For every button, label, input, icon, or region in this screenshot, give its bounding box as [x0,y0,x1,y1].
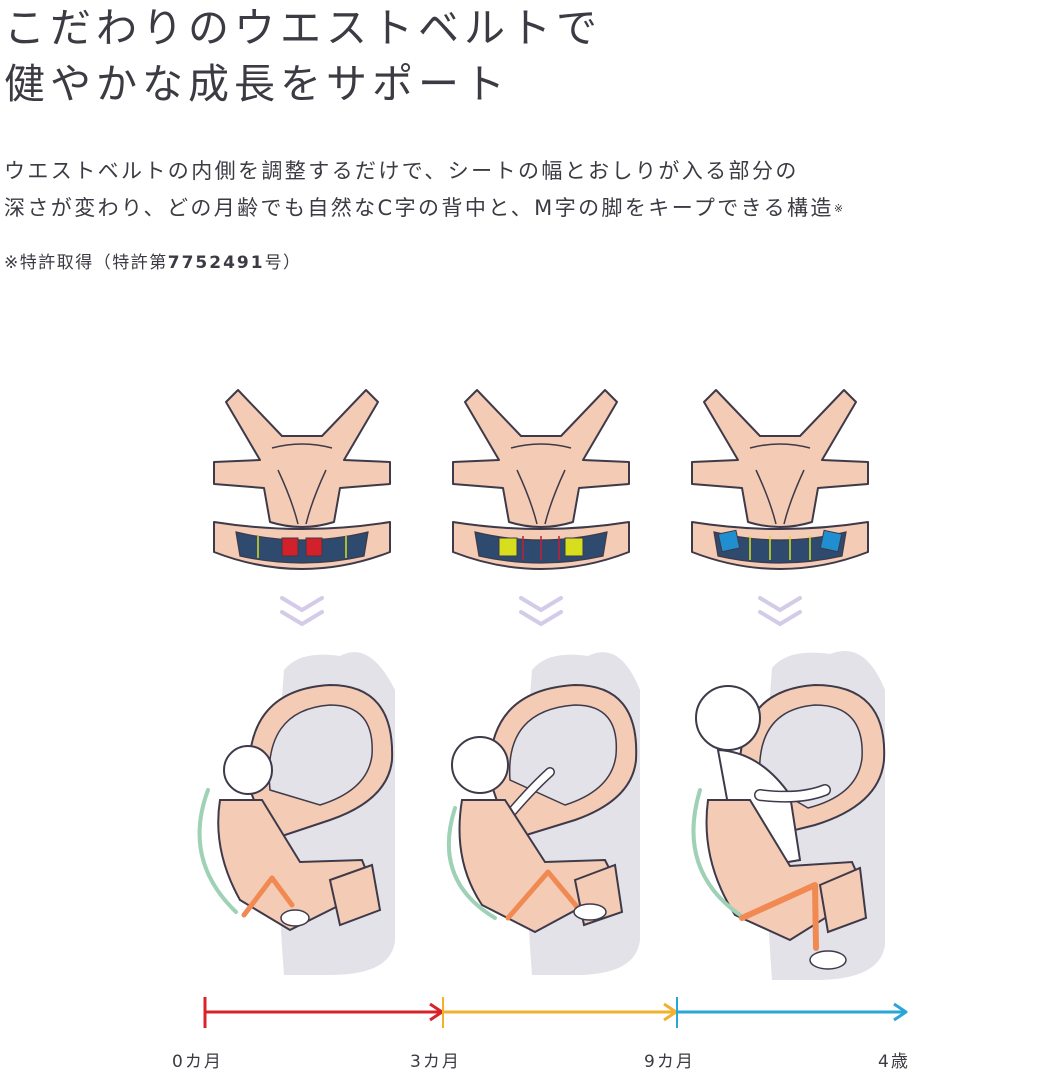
wearing-illustration-toddler [691,650,886,980]
seat-panel-active [564,537,584,557]
wearing-illustration-newborn [197,652,395,975]
seat-panel-active [717,529,741,553]
chevron-down-icon [758,596,802,626]
patent-number: 7752491 [167,253,265,273]
headline-line-1: こだわりのウエストベルトで [4,4,602,52]
headline-line-2: 健やかな成長をサポート [4,60,510,108]
patent-note-prefix: ※特許取得（特許第 [4,253,168,273]
seat-panel-active [281,537,299,557]
chevron-down-icon [280,596,324,626]
timeline-label-3-months: 3カ月 [410,1052,461,1072]
description-line-1: ウエストベルトの内側を調整するだけで、シートの幅とおしりが入る部分の [4,159,799,183]
seat-panel-active [819,529,843,553]
wearing-illustration-infant [446,652,640,975]
description-line-2: 深さが変わり、どの月齢でも自然なC字の背中と、M字の脚をキープできる構造※ [4,190,843,227]
back-curve [197,788,238,914]
waist-belt [328,863,382,927]
seat-panel-active [498,537,518,557]
baby-head [695,685,761,751]
footnote-mark: ※ [833,202,844,215]
patent-note: ※特許取得（特許第7752491号） [4,248,302,273]
carrier-top-diagram-1 [213,389,391,570]
patent-note-suffix: 号） [264,253,302,273]
leg-line [505,869,581,921]
timeline-label-0-months: 0カ月 [172,1052,223,1072]
description: ウエストベルトの内側を調整するだけで、シートの幅とおしりが入る部分の 深さが変わ… [4,153,843,227]
baby-head [451,736,509,794]
back-curve [446,806,497,920]
seat-panel-active [305,537,323,557]
age-timeline [203,997,908,1028]
carrier-top-diagram-2 [452,389,630,570]
timeline-label-9-months: 9カ月 [644,1052,695,1072]
timeline-label-4-years: 4歳 [878,1052,910,1072]
carrier-top-diagram-3 [691,389,869,570]
back-curve [691,788,742,917]
headline: こだわりのウエストベルトで 健やかな成長をサポート [4,0,602,112]
leg-line [241,875,295,918]
waist-belt [818,866,868,934]
description-line-2-text: 深さが変わり、どの月齢でも自然なC字の背中と、M字の脚をキープできる構造 [4,196,834,220]
baby-head [223,745,273,795]
leg-line [739,882,819,951]
chevron-down-icon [519,596,563,626]
